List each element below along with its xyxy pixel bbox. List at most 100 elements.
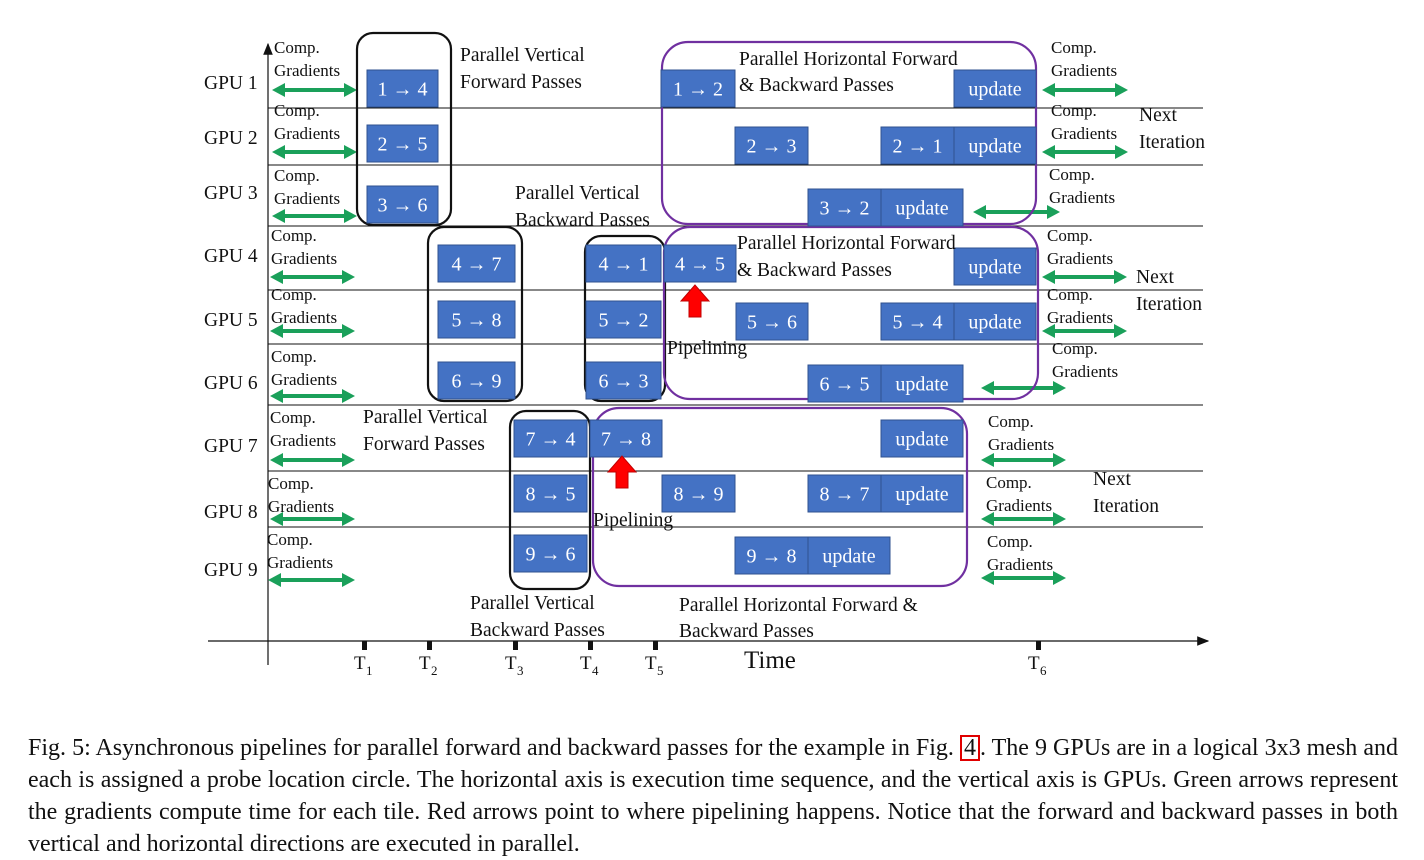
comp-label-line: Comp. [271,347,317,366]
comp-label-line: Comp. [1047,226,1093,245]
comp-gradients-label: Comp.Gradients [1047,226,1113,268]
update-task-box: update [880,364,964,403]
comp-label-line: Gradients [271,308,337,327]
task-box-label: update [968,136,1021,158]
gpu-label: GPU 2 [204,128,258,149]
task-box-label: 8 → 5 [526,484,576,506]
pass-task-box: 4 → 7 [437,244,516,283]
horizontal-group-label: Backward Passes [679,621,814,642]
task-box-label: update [895,484,948,506]
task-box-label: 9 → 6 [526,544,576,566]
comp-label-line: Gradients [1049,188,1115,207]
comp-gradients-label: Comp.Gradients [1051,101,1117,143]
next-iteration-label: Iteration [1139,132,1205,153]
comp-gradients-label: Comp. Gradients [1049,165,1115,207]
pipeline-diagram: GPU 1 GPU 2 GPU 3 GPU 4 GPU 5 GPU 6 GPU … [204,31,1210,678]
gpu-label: GPU 8 [204,502,258,523]
tick-subscript: 5 [657,663,664,678]
green-double-arrow-icon [1042,270,1127,284]
green-double-arrow-icon [981,571,1066,585]
figure-reference-link[interactable]: 4 [959,735,980,761]
comp-label-line: Gradients [268,497,334,516]
gpu-label: GPU 9 [204,560,258,581]
comp-label-line: Comp. [267,530,313,549]
tick-label: T [1028,653,1040,674]
comp-label-line: Comp. [988,412,1034,431]
comp-label-line: Comp. [986,473,1032,492]
tick-subscript: 1 [366,663,373,678]
task-box-label: 2 → 3 [747,136,797,158]
update-task-box: update [953,69,1037,108]
tick-subscript: 3 [517,663,524,678]
pass-task-box: 7 → 8 [589,419,663,458]
task-box-label: 3 → 2 [820,198,870,220]
green-double-arrow-icon [270,270,355,284]
horizontal-group-label: & Backward Passes [739,75,894,96]
pass-task-box: 6 → 3 [585,361,662,400]
green-double-arrow-icon [272,209,357,223]
task-box-label: update [895,198,948,220]
green-double-arrow-icon [272,145,357,159]
horizontal-group-label: Parallel Horizontal Forward [737,233,956,254]
caption-text: . The 9 GPUs are in a logical 3x3 mesh a… [28,735,1399,857]
comp-gradients-label: Comp. Gradients [986,473,1052,515]
pass-task-box: 2 → 1 [880,126,955,165]
comp-label-line: Gradients [1051,61,1117,80]
pass-task-box: 3 → 6 [366,185,439,224]
pipelining-arrows [606,284,711,489]
comp-label-line: Gradients [986,496,1052,515]
red-arrow-up-icon [679,284,711,318]
green-double-arrow-icon [272,83,357,97]
task-box-label: 1 → 4 [378,79,428,101]
comp-gradients-label: Comp. Gradients [268,474,334,516]
vertical-backward-label: Parallel Vertical [515,183,640,204]
vertical-backward-label: Backward Passes [470,620,605,641]
comp-label-line: Comp. [268,474,314,493]
comp-gradients-label: Comp.Gradients [274,166,340,208]
pass-task-box: 1 → 2 [660,69,736,108]
tick-label: T [580,653,592,674]
vertical-backward-label: Backward Passes [515,210,650,231]
comp-label-line: Gradients [274,189,340,208]
pass-task-box: 3 → 2 [807,188,882,227]
tick-subscript: 6 [1040,663,1047,678]
group-labels: Parallel Vertical Forward Passes Paralle… [363,45,1205,642]
tick-label: T [505,653,517,674]
comp-gradient-labels: Comp.GradientsComp.GradientsComp.Gradien… [267,38,1118,574]
update-task-box: update [807,536,891,575]
comp-gradients-label: Comp.Gradients [271,285,337,327]
task-box-label: 4 → 7 [452,254,502,276]
green-double-arrow-icon [981,381,1066,395]
green-double-arrow-icon [981,453,1066,467]
task-box-label: update [895,374,948,396]
pass-task-box: 2 → 5 [366,124,439,163]
comp-label-line: Comp. [274,101,320,120]
pass-task-box: 8 → 7 [807,474,882,513]
green-double-arrow-icon [268,573,355,587]
green-double-arrow-icon [270,512,355,526]
task-box-label: update [968,312,1021,334]
task-box-label: 5 → 6 [747,312,797,334]
task-box-label: 7 → 4 [526,429,576,451]
comp-gradients-label: Comp.Gradients [274,38,340,80]
task-box-label: 4 → 5 [675,254,725,276]
comp-label-line: Comp. [1047,285,1093,304]
update-task-box: update [880,188,964,227]
comp-label-line: Gradients [274,124,340,143]
comp-gradients-label: Comp.Gradients [1047,285,1113,327]
comp-gradients-label: Comp.Gradients [267,530,333,572]
task-box-label: 2 → 5 [378,134,428,156]
comp-label-line: Comp. [1049,165,1095,184]
comp-gradients-label: Comp. Gradients [274,101,340,143]
pass-task-box: 5 → 8 [437,300,516,339]
comp-gradients-label: Comp.Gradients [988,412,1054,454]
green-double-arrow-icon [270,453,355,467]
horizontal-group-label: & Backward Passes [737,260,892,281]
comp-label-line: Comp. [1051,101,1097,120]
next-iteration-label: Next [1139,105,1177,126]
